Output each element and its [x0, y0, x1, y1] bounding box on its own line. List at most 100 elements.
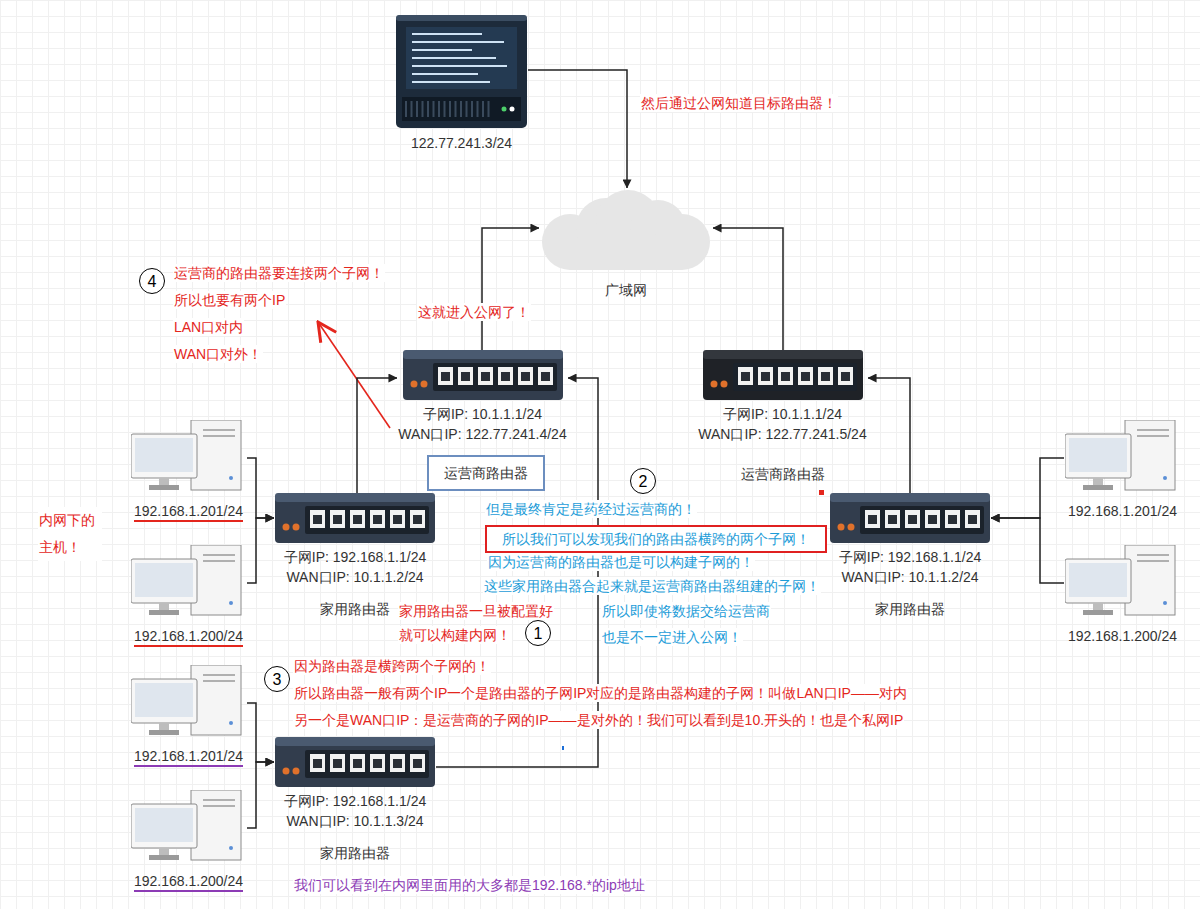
pc-monitor [1065, 559, 1131, 603]
annotation-note: 然后通过公网知道目标路由器！ [640, 94, 838, 112]
server-stripe [412, 73, 478, 75]
cloud-icon [540, 188, 712, 280]
router-port [778, 367, 793, 385]
pc-screen [135, 438, 193, 472]
callout-number: 1 [525, 620, 551, 646]
home-router: 子网IP: 192.168.1.1/24WAN口IP: 10.1.1.2/24家… [274, 493, 436, 619]
router-port [538, 367, 553, 385]
router-text: 家用路由器 [274, 843, 436, 863]
server-ip: 122.77.241.3/24 [395, 133, 528, 153]
router-icon [275, 493, 435, 543]
pc-drive [203, 674, 235, 676]
router-port [350, 754, 365, 772]
router-port-hole [948, 515, 957, 524]
router-port-hole [313, 759, 322, 768]
router-text: 子网IP: 192.168.1.1/24 [274, 791, 436, 811]
pc-icon [131, 790, 246, 862]
router-top [703, 350, 863, 359]
pc-drive [203, 799, 235, 801]
router-port-hole [393, 515, 402, 524]
router-text: 家用路由器 [829, 599, 991, 619]
router-led [283, 768, 290, 775]
pc-led [229, 846, 233, 850]
pc-screen [135, 563, 193, 597]
router-led [420, 381, 427, 388]
server-vent [444, 101, 446, 117]
router-panel [305, 506, 429, 534]
connector [357, 378, 397, 493]
router-text: WAN口IP: 10.1.1.3/24 [274, 811, 436, 831]
router-led [410, 381, 417, 388]
router-port [458, 367, 473, 385]
pc-stand [1093, 603, 1103, 610]
annotation-note: 因为路由器是横跨两个子网的！ [293, 657, 491, 675]
router-port [518, 367, 533, 385]
router-port [438, 367, 453, 385]
router-text: WAN口IP: 122.77.241.5/24 [697, 424, 868, 444]
server-body [396, 15, 527, 128]
router-led [720, 381, 727, 388]
pc-led [229, 601, 233, 605]
router-port-hole [413, 759, 422, 768]
router-port-hole [521, 372, 530, 381]
router-port-hole [353, 515, 362, 524]
annotation-note: 家用路由器一旦被配置好 [398, 602, 554, 620]
annotation-note: 也是不一定进入公网！ [601, 628, 743, 646]
pc-base [1083, 610, 1113, 615]
router-top [275, 493, 435, 502]
router-port-hole [373, 759, 382, 768]
router-text: 运营商路由器 [697, 464, 868, 484]
server-stripe [412, 57, 496, 59]
callout-number: 2 [630, 468, 656, 494]
router-port-hole [481, 372, 490, 381]
pc-icon [131, 665, 246, 737]
connector [247, 703, 274, 762]
router-port [965, 510, 980, 528]
server-vent [416, 101, 418, 117]
server-vent [449, 101, 451, 117]
pc-drive [1137, 435, 1169, 437]
router-port-hole [313, 515, 322, 524]
isp-router: 子网IP: 10.1.1.1/24WAN口IP: 122.77.241.5/24… [697, 350, 868, 484]
router-text: 子网IP: 10.1.1.1/24 [397, 404, 568, 424]
pc-icon [1065, 545, 1180, 617]
router-text: 运营商路由器 [435, 463, 537, 483]
server-vent [427, 101, 429, 117]
server-vent [438, 101, 440, 117]
router-body [275, 740, 435, 787]
pc-screen [1069, 438, 1127, 472]
router-port [818, 367, 833, 385]
connector [528, 70, 627, 188]
host-pc: 192.168.1.201/24 [1064, 420, 1181, 520]
server-stripe [412, 49, 472, 51]
router-port-hole [413, 515, 422, 524]
host-ip: 192.168.1.201/24 [134, 747, 243, 767]
router-text: 子网IP: 10.1.1.1/24 [697, 404, 868, 424]
pc-screen [135, 808, 193, 842]
home-router: 子网IP: 192.168.1.1/24WAN口IP: 10.1.1.3/24 家… [274, 737, 436, 863]
pc-icon [131, 545, 246, 617]
pc-drive [1137, 554, 1169, 556]
annotation-note: 我们可以看到在内网里面用的大多都是192.168.*的ip地址 [293, 876, 646, 894]
router-panel [733, 363, 857, 391]
server-icon [396, 15, 527, 128]
server-panel [406, 27, 517, 89]
pc-monitor [131, 804, 197, 848]
server-node: 122.77.241.3/24 [395, 15, 528, 153]
annotation-note: 但是最终肯定是药经过运营商的！ [485, 500, 697, 518]
pc-tower [1125, 545, 1175, 615]
router-body [403, 353, 563, 400]
router-port-hole [393, 759, 402, 768]
connector [482, 228, 539, 350]
pc-icon [1065, 420, 1180, 492]
server-vent [466, 101, 468, 117]
router-led [283, 524, 290, 531]
router-port [738, 367, 753, 385]
router-port-hole [353, 759, 362, 768]
annotation-note: 另一个是WAN口IP：是运营商的子网的IP——是对外的！我们可以看到是10.开头… [293, 711, 904, 729]
server-vent [422, 101, 424, 117]
router-led [848, 524, 855, 531]
annotation-note: LAN口对内 [173, 318, 244, 336]
connector [991, 518, 1064, 583]
router-port [330, 754, 345, 772]
